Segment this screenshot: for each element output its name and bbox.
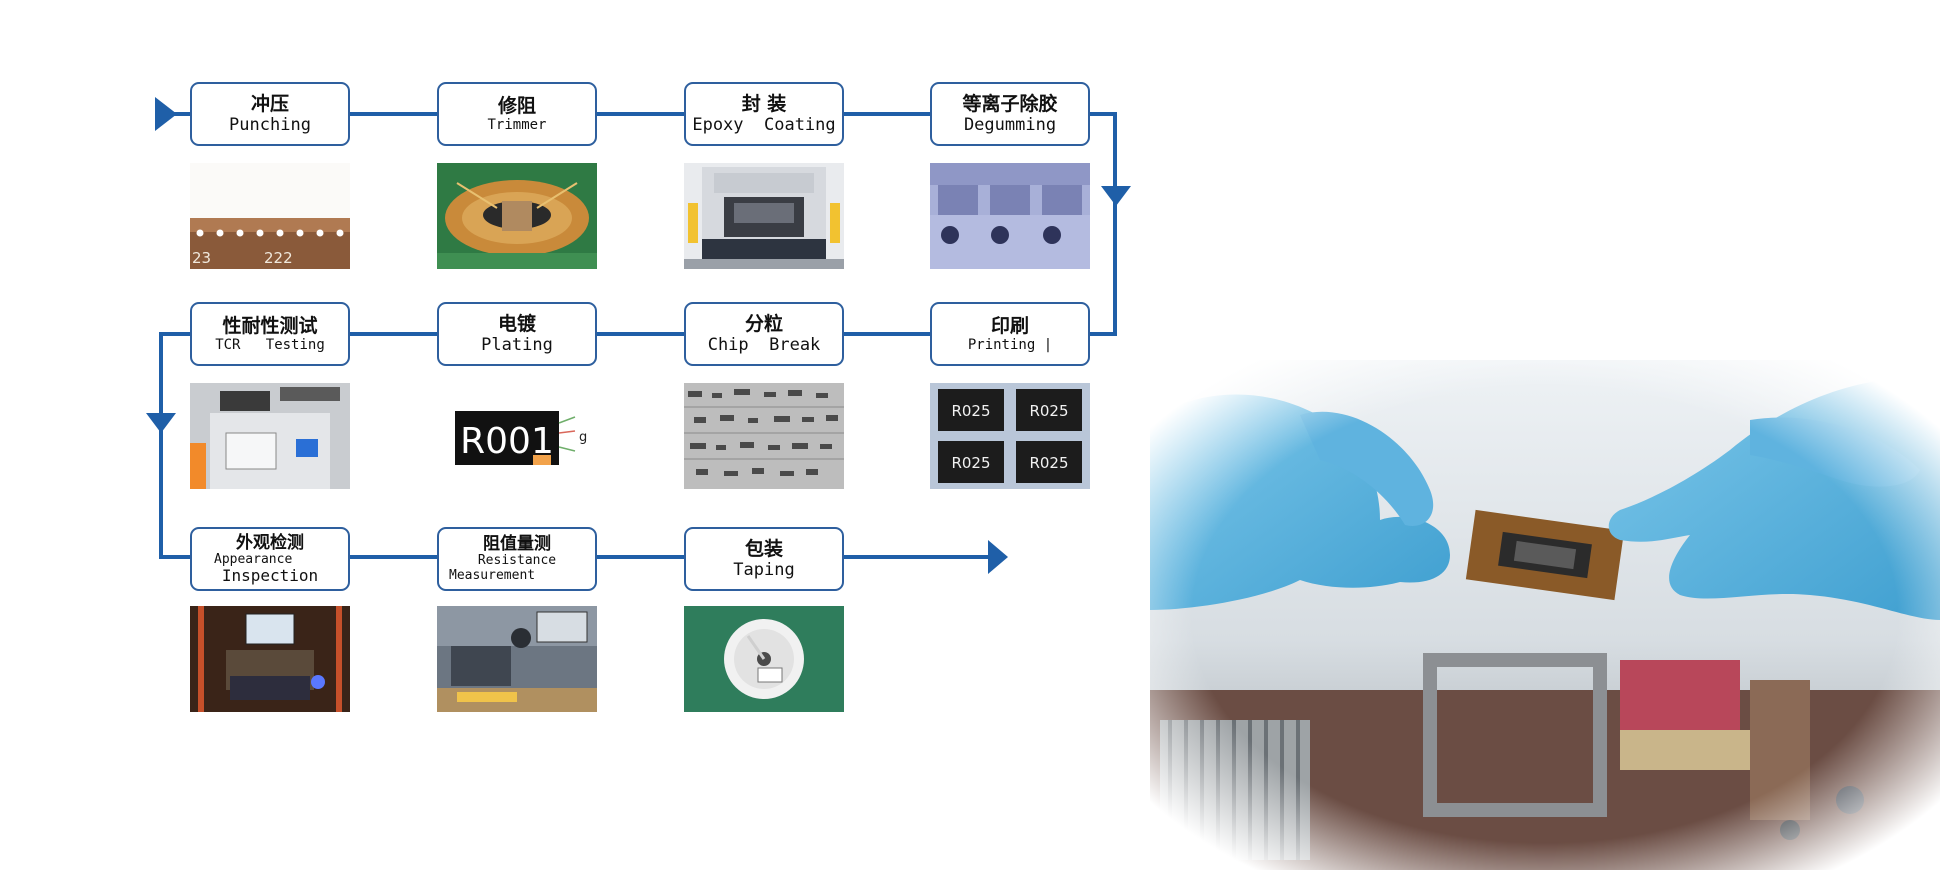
step-label-zh: 包装	[744, 538, 783, 560]
step-tcr-testing: 性耐性测试 TCR Testing	[190, 302, 350, 366]
punching-number-2: 222	[264, 249, 293, 267]
printing-code-1: R025	[951, 402, 990, 420]
step-printing: 印刷 Printing |	[930, 302, 1090, 366]
printing-code-4: R025	[1029, 454, 1068, 472]
step-taping: 包装 Taping	[684, 527, 844, 591]
step-label-en: Trimmer	[487, 117, 547, 133]
step-label-en-1: Appearance	[214, 551, 293, 567]
step-resistance-measurement: 阻值量测 Resistance Measurement	[437, 527, 597, 591]
connector-8-9	[159, 332, 190, 559]
end-arrow-icon	[988, 540, 1008, 574]
step-label-en: Degumming	[963, 115, 1057, 135]
step-label-en-1: Resistance	[477, 553, 557, 568]
printing-code-3: R025	[951, 454, 990, 472]
step-appearance-inspection: 外观检测 Appearance Inspection	[190, 527, 350, 591]
step-label-zh: 印刷	[990, 315, 1029, 337]
chip-break-photo	[684, 383, 844, 489]
step-plating: 电镀 Plating	[437, 302, 597, 366]
step-trimmer: 修阻 Trimmer	[437, 82, 597, 146]
step-label-en-2: Measurement	[449, 568, 536, 583]
step-label-zh: 等离子除胶	[962, 93, 1058, 115]
step-label-zh: 封 装	[741, 93, 787, 115]
printing-code-2: R025	[1029, 402, 1068, 420]
degumming-photo	[930, 163, 1090, 269]
resistance-measurement-photo	[437, 606, 597, 712]
arrow-down-icon	[146, 413, 176, 433]
step-label-zh: 外观检测	[236, 532, 304, 553]
step-label-zh: 性耐性测试	[222, 315, 318, 337]
step-chip-break: 分粒 Chip Break	[684, 302, 844, 366]
flow-connectors	[159, 112, 1117, 559]
step-label-zh: 冲压	[250, 93, 289, 115]
plating-photo: R001 g	[437, 383, 597, 489]
appearance-inspection-photo	[190, 606, 350, 712]
trimmer-photo	[437, 163, 597, 269]
step-label-en: Taping	[733, 560, 795, 580]
step-label-en: Chip Break	[707, 335, 821, 355]
step-label-en-2: Inspection	[221, 565, 319, 585]
printing-photo: R025 R025 R025 R025	[930, 383, 1090, 489]
step-label-zh: 电镀	[497, 313, 536, 335]
connector-4-5	[1090, 112, 1117, 336]
arrow-down-icon	[1101, 186, 1131, 206]
step-label-en: Plating	[481, 335, 553, 355]
step-label-zh: 修阻	[497, 95, 536, 117]
step-degumming: 等离子除胶 Degumming	[930, 82, 1090, 146]
step-label-en: Printing |	[967, 337, 1053, 353]
step-label-en: TCR Testing	[215, 337, 325, 353]
step-label-zh: 阻值量测	[483, 534, 551, 554]
epoxy-coating-photo	[684, 163, 844, 269]
tcr-testing-photo	[190, 383, 350, 489]
step-epoxy-coating: 封 装 Epoxy Coating	[684, 82, 844, 146]
step-punching: 冲压 Punching	[190, 82, 350, 146]
start-arrow-icon	[155, 97, 177, 131]
punching-photo: 23 222	[190, 163, 350, 269]
plating-side-label: g	[579, 430, 587, 445]
taping-photo	[684, 606, 844, 712]
step-label-en: Epoxy Coating	[692, 115, 836, 135]
step-label-en: Punching	[229, 115, 311, 135]
gloved-hands-chip-photo	[1150, 360, 1940, 870]
step-label-zh: 分粒	[744, 313, 783, 335]
punching-number-1: 23	[192, 249, 211, 267]
